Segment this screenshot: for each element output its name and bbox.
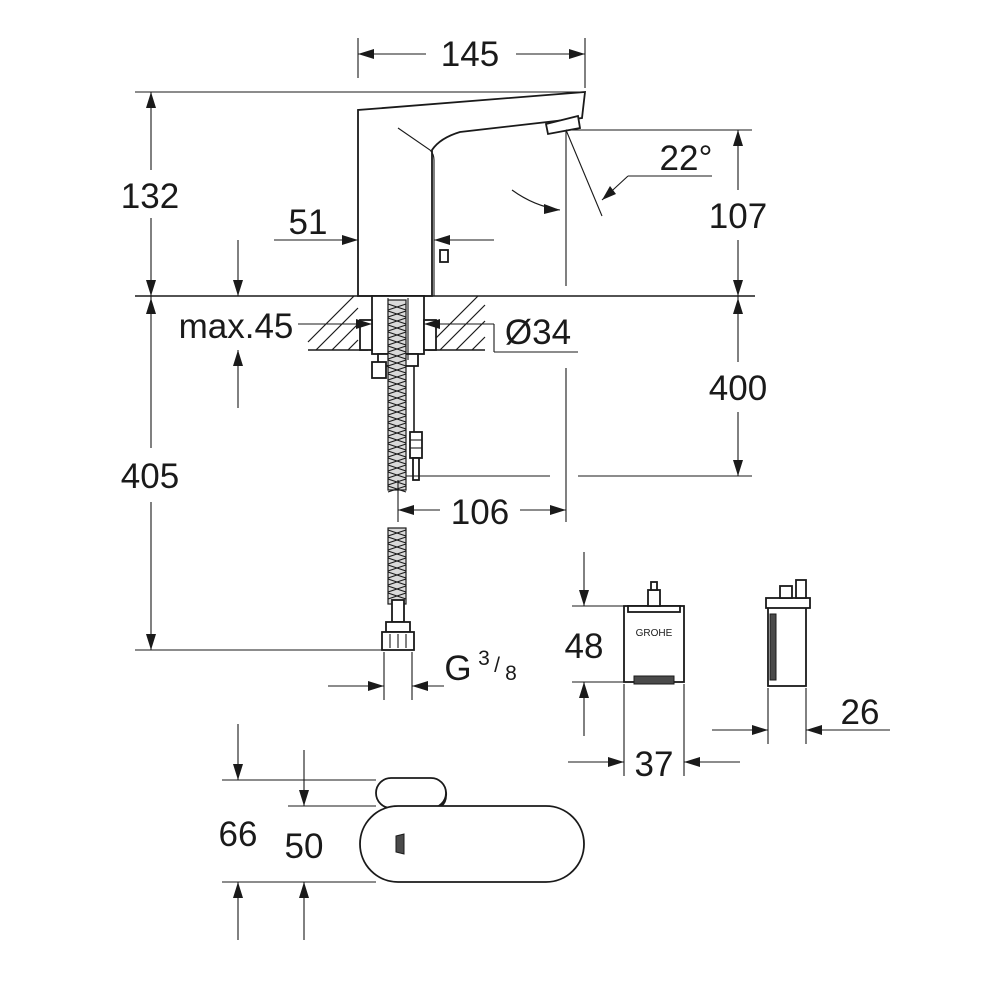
dim-diameter-34: Ø34 [505,313,571,352]
dim-405: 405 [121,457,179,496]
dim-max-45: max.45 [179,307,294,346]
dim-thread-denominator: 8 [505,662,517,685]
faucet-top-view [359,777,585,883]
dim-48: 48 [565,627,604,666]
dim-thread-slash: / [494,654,500,677]
dim-thread-g: G [444,649,471,688]
dim-107: 107 [709,197,767,236]
dimension-lines [135,38,890,940]
dim-400: 400 [709,369,767,408]
svg-text:GROHE: GROHE [636,628,673,639]
dim-thread-numerator: 3 [478,647,490,670]
dim-66: 66 [219,815,258,854]
dim-50: 50 [285,827,324,866]
arrowheads [146,49,822,898]
control-box-side [765,579,811,687]
control-box-front: GROHE [623,581,685,685]
braided-hose [381,299,415,651]
dim-37: 37 [635,745,674,784]
dim-51: 51 [289,203,328,242]
dim-22-degree: 22° [660,139,713,178]
dim-26: 26 [841,693,880,732]
dim-132: 132 [121,177,179,216]
sensor-cable [409,366,423,481]
faucet-body [357,91,587,297]
dim-145: 145 [441,35,499,74]
dim-106: 106 [451,493,509,532]
